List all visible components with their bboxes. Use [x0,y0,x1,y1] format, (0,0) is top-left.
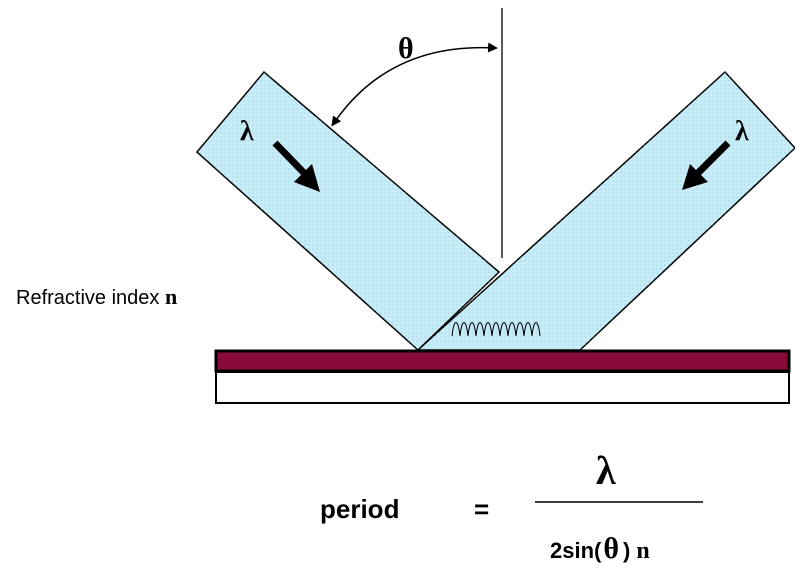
interference-wave [451,322,541,337]
angle-arc [331,42,498,127]
denominator-n: n [636,538,649,564]
refractive-index-label: Refractive index n [16,284,177,309]
period-formula: period = λ 2sin(θ)n [320,448,703,565]
lambda-left-label: λ [240,116,254,147]
theta-label: θ [398,32,414,65]
left-direction-arrow-icon [272,140,320,192]
denominator-theta: θ [603,532,619,565]
lambda-right-label: λ [735,116,749,147]
denominator-close: ) [623,538,630,563]
substrate [215,371,790,404]
formula-equals: = [474,494,489,524]
refractive-index-text: Refractive index [16,287,165,309]
formula-lhs: period [320,494,399,524]
denominator-prefix: 2sin( [550,538,602,563]
photoresist-film [214,349,791,373]
right-direction-arrow-icon [682,140,731,190]
formula-denominator: 2sin(θ)n [550,532,650,565]
left-beam [195,70,501,352]
refractive-index-symbol: n [165,284,177,309]
right-beam [416,70,795,351]
formula-numerator: λ [596,448,616,493]
